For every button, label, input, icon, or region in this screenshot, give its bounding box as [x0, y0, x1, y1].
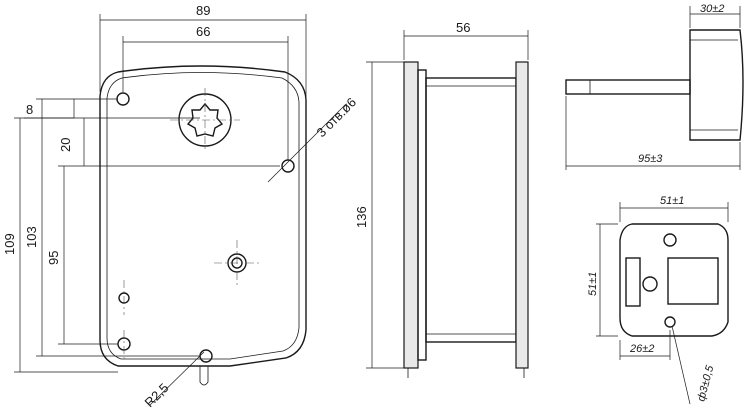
dim-8-label: 8	[26, 102, 33, 117]
dim-51-height-label: 51±1	[587, 272, 599, 296]
dim-95-length-label: 95±3	[638, 153, 663, 165]
bracket-center-hole	[642, 276, 658, 292]
mount-hole-bottom	[199, 349, 213, 363]
holes-note: 3 отв.ø6	[314, 95, 360, 141]
bracket-outline	[619, 223, 729, 337]
dim-20-label: 20	[58, 138, 73, 152]
dim-hole-label: ф3±0,5	[695, 363, 716, 402]
bracket-top-hole	[663, 233, 677, 247]
dim-51-width-label: 51±1	[660, 195, 684, 207]
dim-56-label: 56	[456, 20, 470, 35]
mount-hole-top-left	[116, 92, 130, 106]
shaft-socket-star	[186, 102, 224, 137]
shaft-head	[689, 29, 744, 141]
housing-outline	[99, 65, 307, 367]
bracket-slot	[625, 257, 641, 307]
bracket-window	[667, 257, 719, 305]
dim-89-label: 89	[196, 3, 210, 18]
dim-30-label: 30±2	[700, 3, 724, 15]
bottom-slot	[199, 366, 209, 386]
side-body	[425, 77, 517, 343]
side-plate-right	[515, 61, 529, 369]
dim-95-label: 95	[46, 251, 61, 265]
bracket-bottom-hole	[664, 316, 676, 328]
dim-26-label: 26±2	[629, 343, 654, 355]
shaft-rod	[565, 79, 691, 95]
housing-inner-edge	[106, 72, 300, 360]
dim-136-label: 136	[354, 206, 369, 228]
side-view: 56 136	[354, 20, 529, 378]
radius-note: R2,5	[142, 380, 172, 410]
side-plate-left	[403, 61, 419, 369]
dim-109-label: 109	[2, 233, 17, 255]
bracket-view: 51±1 51±1 26±2 ф3±0,5	[587, 195, 729, 405]
shaft-view: 30±2 95±3	[565, 3, 744, 170]
dim-103-label: 103	[24, 226, 39, 248]
dim-66-label: 66	[196, 24, 210, 39]
front-view: 89 66 109 103 95 8 20 3 отв.ø6 R2,5	[2, 3, 359, 410]
side-plate-left-inner	[417, 69, 427, 361]
